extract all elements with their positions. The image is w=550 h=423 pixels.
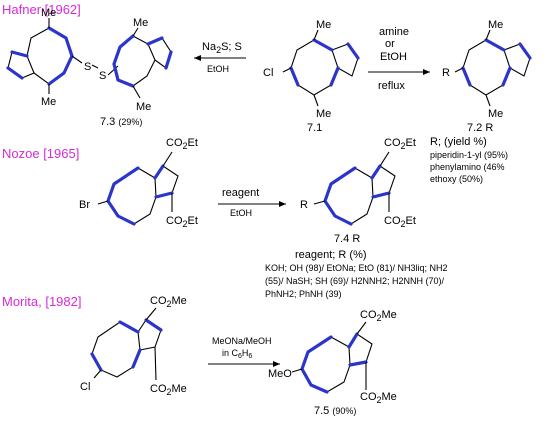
methyl-label: Me: [316, 108, 331, 120]
yield-line: piperidin-1-yl (95%): [430, 150, 508, 160]
compound-label-7-1: 7.1: [307, 122, 322, 134]
arrow-head: [423, 69, 430, 75]
ester-group: CO2Et: [166, 137, 198, 151]
reagent-line: (55)/ NaSH; SH (69)/ H2NNH2; H2NNH (70)/: [265, 276, 445, 286]
methyl-label: Me: [488, 19, 503, 31]
ester-group: CO2Me: [360, 391, 397, 405]
chloro-label: Cl: [263, 67, 273, 79]
methyl-label: Me: [133, 17, 148, 29]
condition-etoh: EtOH: [207, 64, 229, 74]
sulfur-label: S: [99, 70, 106, 82]
yield-line: ethoxy (50%): [430, 174, 483, 184]
compound-label-7-5: 7.5 (90%): [314, 405, 356, 417]
yield-line: phenylamino (46%: [430, 162, 505, 172]
compound-label-7-4: 7.4 R: [334, 233, 360, 245]
methyl-label: Me: [488, 108, 503, 120]
substituent-r-label: R: [300, 199, 308, 211]
condition-solvent: in C6H6: [222, 348, 252, 360]
ester-group: CO2Et: [384, 137, 416, 151]
reagent-line: PhNH2; PhNH (39): [265, 289, 342, 299]
section-header-nozoe: Nozoe [1965]: [2, 146, 79, 161]
condition-reflux: reflux: [378, 80, 405, 92]
compound-label-7-2: 7.2 R: [467, 122, 493, 134]
condition-na2s: Na2S; S: [202, 41, 242, 55]
ester-group: CO2Me: [360, 309, 397, 323]
arrow-head: [279, 201, 286, 207]
condition-or: or: [385, 38, 395, 50]
ester-group: CO2Et: [384, 215, 416, 229]
ester-group: CO2Me: [150, 295, 187, 309]
yield-title: R; (yield %): [430, 136, 487, 148]
azulene-morita-reactant: [90, 307, 163, 381]
condition-etoh: EtOH: [230, 208, 252, 218]
condition-amine: amine: [379, 26, 409, 38]
ester-group: CO2Et: [166, 215, 198, 229]
reagent-line: KOH; OH (98)/ EtONa; EtO (81)/ NH3liq; N…: [265, 263, 448, 273]
reagent-title: reagent; R (%): [295, 249, 367, 261]
condition-meona: MeONa/MeOH: [212, 336, 272, 346]
arrow-head: [194, 55, 201, 61]
section-header-morita: Morita, [1982]: [2, 294, 82, 309]
methyl-label: Me: [41, 7, 56, 19]
methoxy-label: MeO: [268, 368, 292, 380]
sulfur-label: S: [84, 61, 91, 73]
condition-etoh: EtOH: [380, 51, 407, 63]
azulene-7-3-left: [6, 18, 83, 94]
condition-reagent: reagent: [222, 187, 259, 199]
chloro-label: Cl: [80, 381, 90, 393]
azulene-7-4: [313, 151, 396, 226]
arrow-head: [273, 361, 280, 367]
ester-group: CO2Me: [150, 383, 187, 397]
azulene-7-3-right: [107, 27, 173, 99]
methyl-label: Me: [136, 101, 151, 113]
section-header-hafner: Hafner [1962]: [2, 2, 81, 17]
bromo-label: Br: [79, 199, 90, 211]
azulene-7-1: [282, 29, 360, 107]
azulene-7-5: [291, 321, 373, 394]
substituent-r-label: R: [442, 67, 450, 79]
methyl-label: Me: [41, 96, 56, 108]
azulene-7-2: [454, 29, 532, 107]
compound-label-7-3: 7.3 (29%): [100, 116, 142, 128]
methyl-label: Me: [316, 19, 331, 31]
azulene-nozoe-reactant: [97, 151, 179, 226]
